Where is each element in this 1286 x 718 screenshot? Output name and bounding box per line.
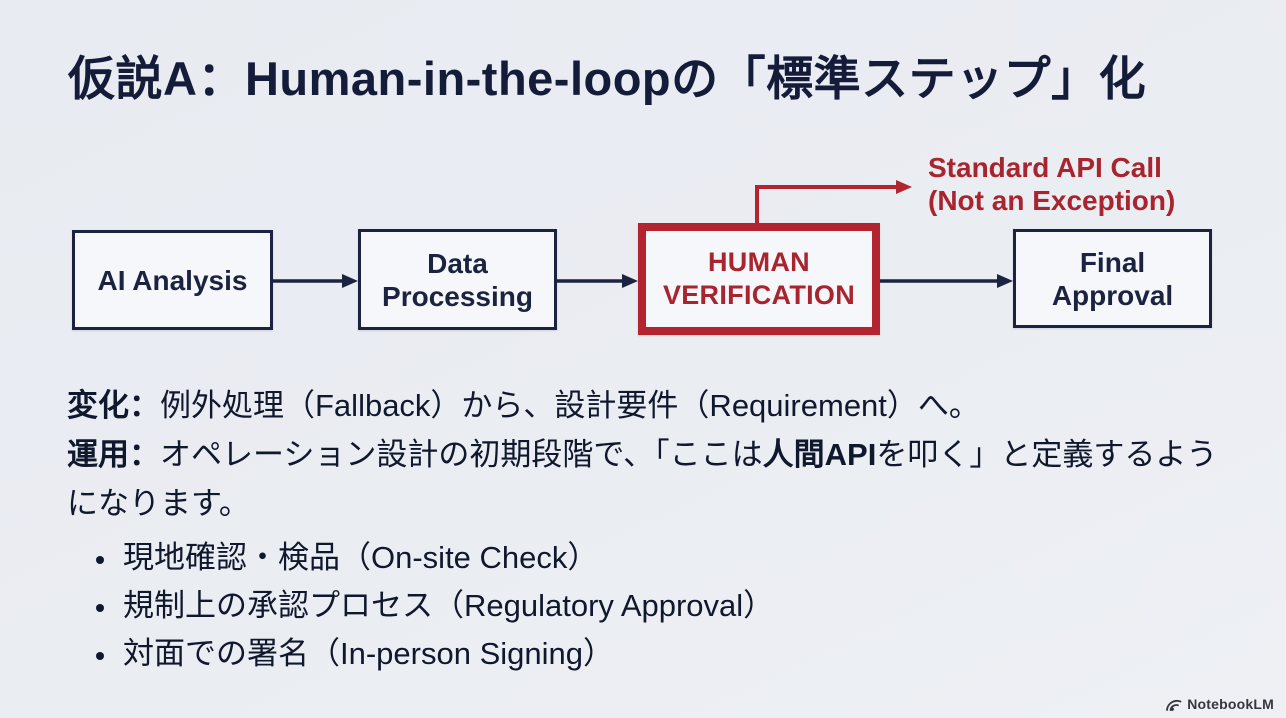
change-line: 変化：例外処理（Fallback）から、設計要件（Requirement）へ。 [67, 381, 1225, 430]
notebooklm-icon [1166, 699, 1182, 711]
operation-text-bold: 人間API [762, 437, 877, 472]
operation-label: 運用： [67, 437, 160, 472]
body-text: 変化：例外処理（Fallback）から、設計要件（Requirement）へ。 … [67, 381, 1225, 678]
notebooklm-wordmark: NotebookLM [1187, 696, 1274, 712]
change-label: 変化： [67, 388, 160, 423]
flow-box-label: Data Processing [382, 247, 533, 312]
example-bullet-list: 現地確認・検品（On-site Check） 規制上の承認プロセス（Regula… [67, 534, 1225, 678]
operation-text-pre: オペレーション設計の初期段階で、「ここは [160, 437, 763, 472]
list-item: 対面での署名（In-person Signing） [119, 630, 1225, 678]
page-title: 仮説A：Human-in-the-loopの「標準ステップ」化 [68, 52, 1147, 105]
callout-line2: (Not an Exception) [928, 185, 1176, 216]
notebooklm-brand: NotebookLM [1165, 696, 1274, 712]
change-text: 例外処理（Fallback）から、設計要件（Requirement）へ。 [160, 388, 980, 423]
callout-line1: Standard API Call [928, 152, 1162, 183]
flow-box-human-verification: HUMAN VERIFICATION [638, 223, 880, 335]
flow-box-final-approval: Final Approval [1013, 229, 1212, 328]
flow-box-label: Final Approval [1051, 246, 1174, 311]
operation-line: 運用：オペレーション設計の初期段階で、「ここは人間APIを叩く」と定義するように… [67, 430, 1225, 528]
flow-box-ai-analysis: AI Analysis [72, 230, 273, 330]
operation-text-post: を叩く」と定義するようになります。 [67, 437, 1218, 521]
flow-box-label: AI Analysis [97, 264, 248, 296]
standard-api-callout: Standard API Call (Not an Exception) [928, 151, 1175, 217]
list-item: 現地確認・検品（On-site Check） [119, 534, 1225, 582]
arrow-human-to-callout [755, 180, 912, 225]
flow-box-data-processing: Data Processing [358, 229, 557, 330]
list-item: 規制上の承認プロセス（Regulatory Approval） [119, 582, 1225, 630]
flow-box-label: HUMAN VERIFICATION [662, 247, 856, 310]
